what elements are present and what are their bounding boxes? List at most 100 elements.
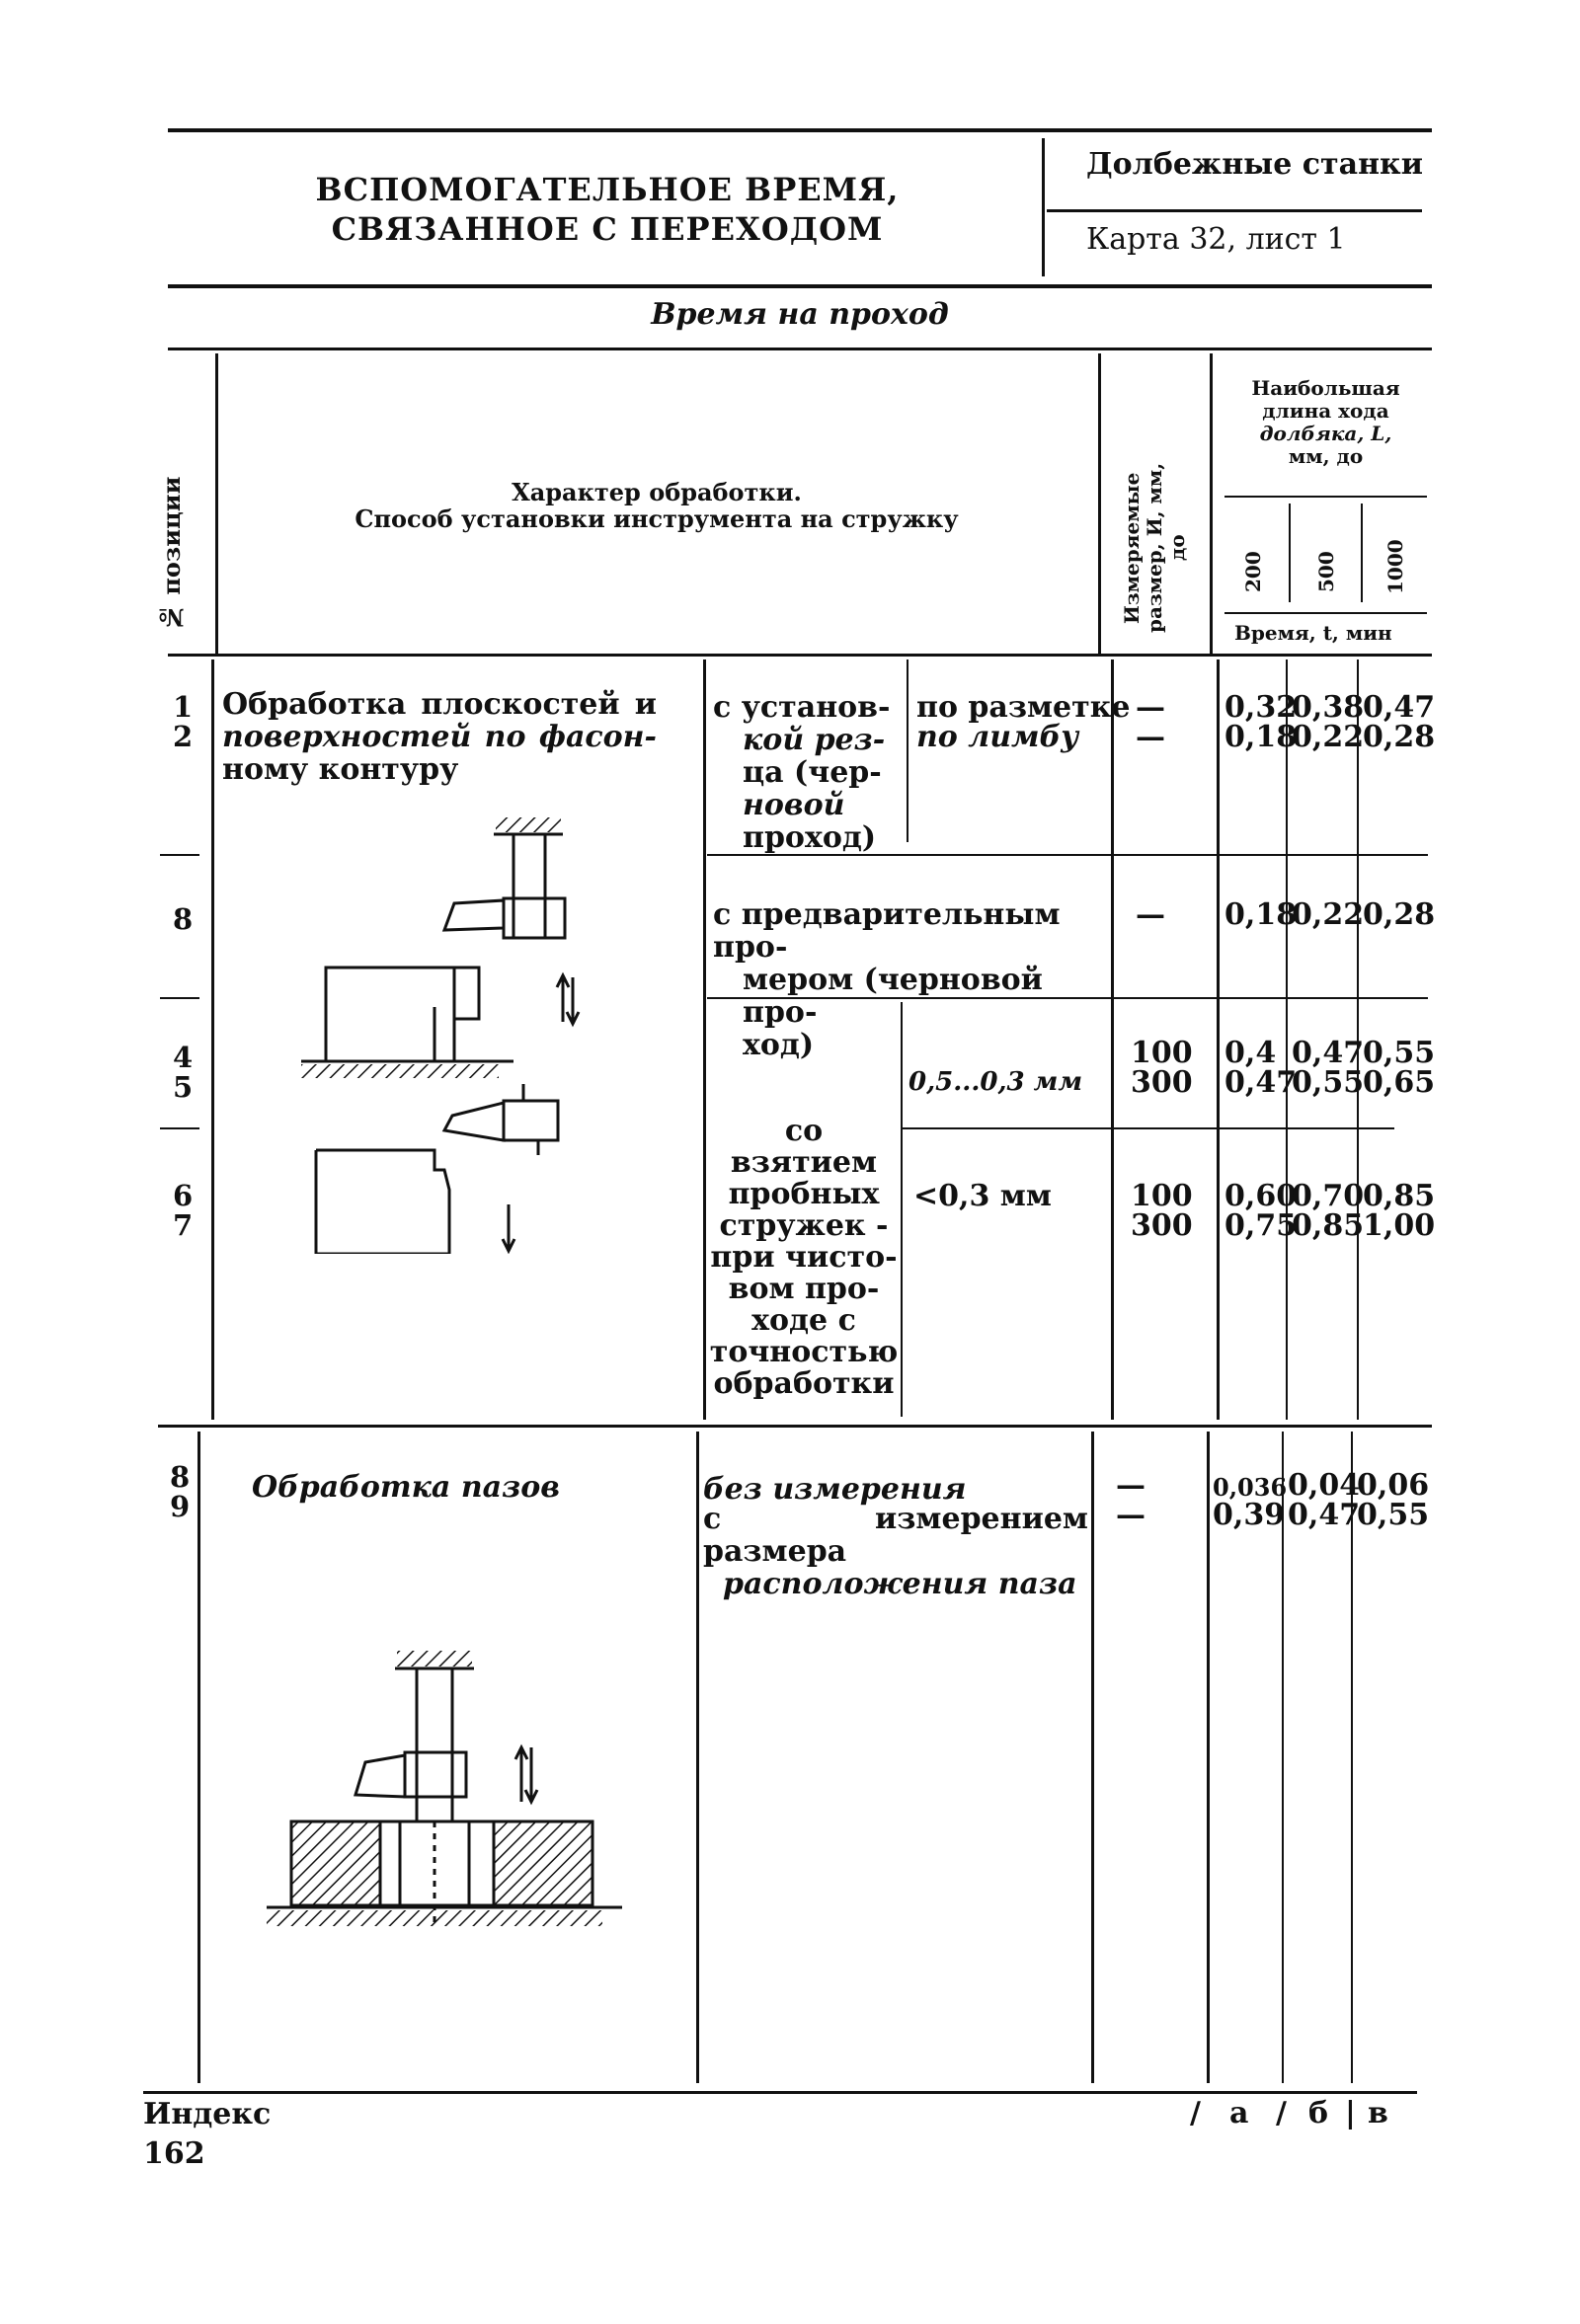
method-no-measure: без измерения xyxy=(703,1472,967,1507)
method-with-measure: с измерением размера расположения паза xyxy=(703,1503,1088,1600)
val-1c: 0,47 xyxy=(1363,690,1436,725)
val-1a: 0,32 xyxy=(1224,690,1298,725)
method-cutter-line-4: новой xyxy=(743,788,845,822)
b1-v-by-bottom xyxy=(901,1002,903,1417)
by-marking: по разметке xyxy=(916,690,1131,725)
time-rule xyxy=(1224,612,1427,614)
meas-3: — xyxy=(1136,897,1165,932)
val-7a: 0,75 xyxy=(1224,1208,1298,1243)
page-title: ВСПОМОГАТЕЛЬНОЕ ВРЕМЯ, СВЯЗАННОЕ С ПЕРЕХ… xyxy=(237,170,978,249)
length-header-line-4: мм, до xyxy=(1288,444,1364,468)
val-5b: 0,55 xyxy=(1292,1065,1365,1100)
footer-col-c: в xyxy=(1368,2096,1388,2130)
b1-v-method xyxy=(703,659,706,1420)
val-5a: 0,47 xyxy=(1224,1065,1298,1100)
footer-col-a: а xyxy=(1229,2096,1249,2130)
head-v-meas xyxy=(1210,353,1213,655)
section-title: Время на проход xyxy=(651,297,949,332)
head-v-desc xyxy=(1098,353,1101,655)
val-8b: 0,04 xyxy=(1288,1468,1361,1503)
footer-col-b: б xyxy=(1308,2096,1329,2130)
method-probe-line-7: точностью xyxy=(709,1335,899,1369)
card-number: Карта 32, лист 1 xyxy=(1086,222,1346,257)
pos-3: 8 xyxy=(173,902,194,936)
val-7b: 0,85 xyxy=(1292,1208,1365,1243)
method-premeasure-line-2: мером (черновой про- xyxy=(743,963,1043,1030)
footer-slash-3: | xyxy=(1345,2096,1356,2130)
val-6c: 0,85 xyxy=(1363,1179,1436,1213)
top-rule xyxy=(168,128,1432,132)
method-cutter-line-1: с установ- xyxy=(713,690,891,725)
val-4a: 0,4 xyxy=(1224,1036,1277,1070)
method-with-measure-line-1: с измерением размера xyxy=(703,1502,1088,1569)
pos-7: 7 xyxy=(173,1208,194,1242)
b1-pos-tick-1 xyxy=(160,854,199,856)
head-v-pos xyxy=(215,353,218,655)
method-probe-line-8: обработки xyxy=(713,1366,895,1401)
pos-6: 6 xyxy=(173,1179,194,1212)
b1-v-a xyxy=(1217,659,1220,1420)
tolerance-fine: <0,3 мм xyxy=(913,1179,1052,1213)
method-with-measure-line-2: расположения паза xyxy=(723,1567,1077,1601)
page-number: 162 xyxy=(143,2136,205,2171)
length-1000: 1000 xyxy=(1383,539,1407,594)
b1-pos-tick-3 xyxy=(160,1127,199,1129)
meas-2: — xyxy=(1136,720,1165,754)
block1-title: Обработка плоскостей и поверхностей по ф… xyxy=(222,688,657,786)
val-2a: 0,18 xyxy=(1224,720,1298,754)
val-9a: 0,39 xyxy=(1213,1498,1286,1532)
header-bottom-rule xyxy=(168,284,1432,288)
method-premeasure-line-1: с предварительным про- xyxy=(713,897,1061,965)
method-cutter-line-2: кой рез- xyxy=(743,723,886,757)
footer-slash-2: / xyxy=(1276,2096,1287,2130)
b2-v-b xyxy=(1282,1432,1284,2083)
block1-title-line-2: поверхностей по фасон- xyxy=(222,720,657,754)
length-sub-v1 xyxy=(1289,504,1291,602)
val-2b: 0,22 xyxy=(1292,720,1365,754)
block-separator xyxy=(158,1425,1432,1428)
b1-v-c xyxy=(1357,659,1359,1420)
length-header-line-2: длина хода xyxy=(1262,399,1389,423)
val-7c: 1,00 xyxy=(1363,1208,1436,1243)
time-label: Время, t, мин xyxy=(1234,621,1392,645)
pos-1: 1 xyxy=(173,690,194,724)
val-3a: 0,18 xyxy=(1224,897,1298,932)
slotting-sketch xyxy=(267,1651,622,1926)
method-cutter-line-3: ца (чер- xyxy=(743,755,882,790)
meas-7: 300 xyxy=(1131,1208,1193,1243)
pos-8: 8 xyxy=(170,1460,191,1494)
measured-col-header: Измеряемые размер, И, мм, до xyxy=(1120,462,1189,634)
meas-5: 300 xyxy=(1131,1065,1193,1100)
b2-v-method xyxy=(696,1432,699,2083)
block1-title-line-3: ному контуру xyxy=(222,752,459,787)
section-rule xyxy=(168,348,1432,350)
b1-h-after-2 xyxy=(707,854,1428,856)
desc-col-header: Характер обработки. Способ установки инс… xyxy=(227,479,1086,532)
val-6b: 0,70 xyxy=(1292,1179,1365,1213)
machine-type: Долбежные станки xyxy=(1086,147,1423,182)
length-200: 200 xyxy=(1241,551,1265,592)
length-col-header: Наибольшая длина хода долбяка, L, мм, до xyxy=(1224,377,1427,468)
b1-v-by-top xyxy=(907,659,908,842)
val-9b: 0,47 xyxy=(1288,1498,1361,1532)
method-probe-line-1: со взятием xyxy=(730,1114,878,1180)
val-1b: 0,38 xyxy=(1292,690,1365,725)
method-premeasure-line-3: ход) xyxy=(743,1028,815,1062)
method-premeasure: с предварительным про- мером (черновой п… xyxy=(713,898,1108,1061)
val-8a: 0,036 xyxy=(1213,1473,1288,1502)
pos-4: 4 xyxy=(173,1041,194,1074)
val-8c: 0,06 xyxy=(1357,1468,1430,1503)
method-probe-line-3: стружек - xyxy=(719,1208,889,1243)
val-9c: 0,55 xyxy=(1357,1498,1430,1532)
length-sub-v2 xyxy=(1361,504,1363,602)
method-cutter-line-5: проход) xyxy=(743,820,877,855)
val-3c: 0,28 xyxy=(1363,897,1436,932)
pos-9: 9 xyxy=(170,1490,191,1523)
meas-6: 100 xyxy=(1131,1179,1193,1213)
val-3b: 0,22 xyxy=(1292,897,1365,932)
by-dial: по лимбу xyxy=(916,720,1079,754)
footer-slash-1: / xyxy=(1190,2096,1201,2130)
val-4c: 0,55 xyxy=(1363,1036,1436,1070)
b1-v-b xyxy=(1286,659,1288,1420)
method-probe-chips: со взятием пробных стружек - при чисто- … xyxy=(707,1116,901,1400)
